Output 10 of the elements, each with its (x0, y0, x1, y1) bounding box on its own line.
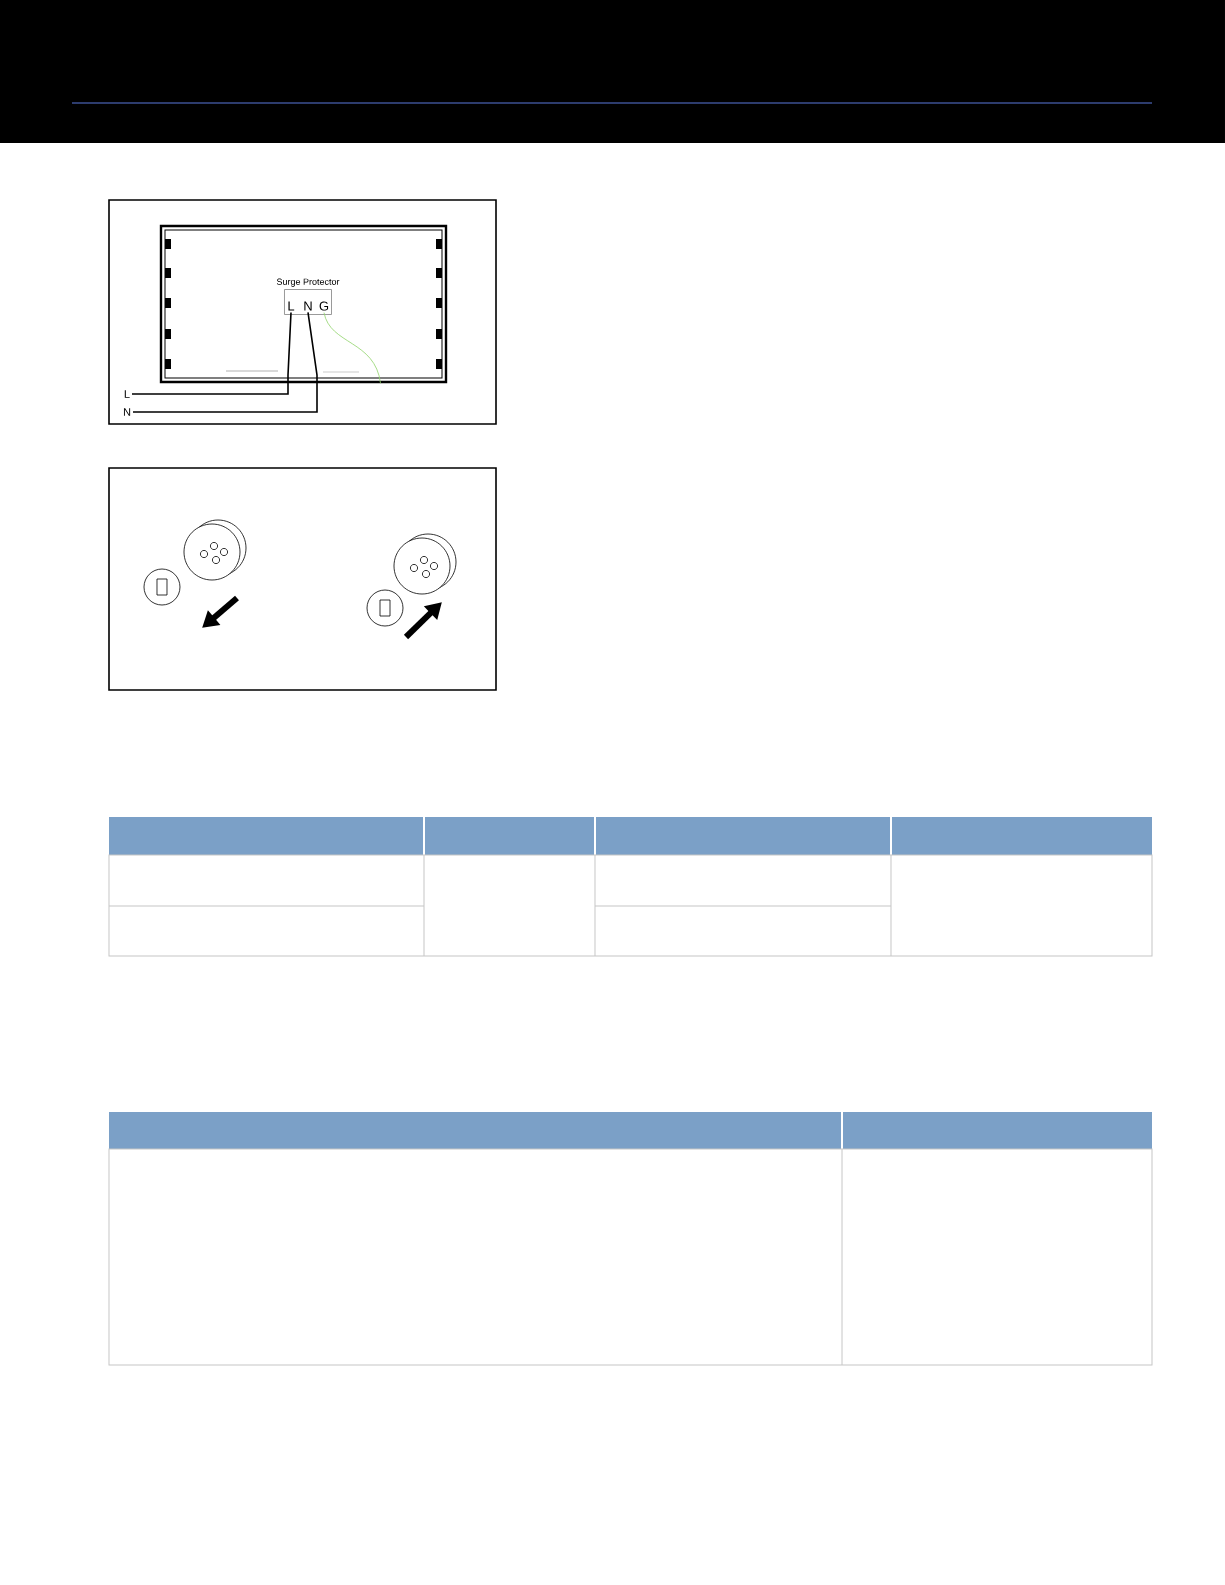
wire-label: N (123, 408, 131, 416)
wire (131, 311, 292, 395)
terminal-label: N (304, 301, 312, 311)
wire-label: L (124, 390, 130, 398)
terminal-label: G (319, 301, 329, 311)
wire (323, 312, 381, 384)
node-label: Surge Protector (276, 278, 340, 287)
wire (132, 311, 318, 413)
terminal-label: L (288, 301, 295, 311)
mirror-drawing (159, 224, 448, 384)
